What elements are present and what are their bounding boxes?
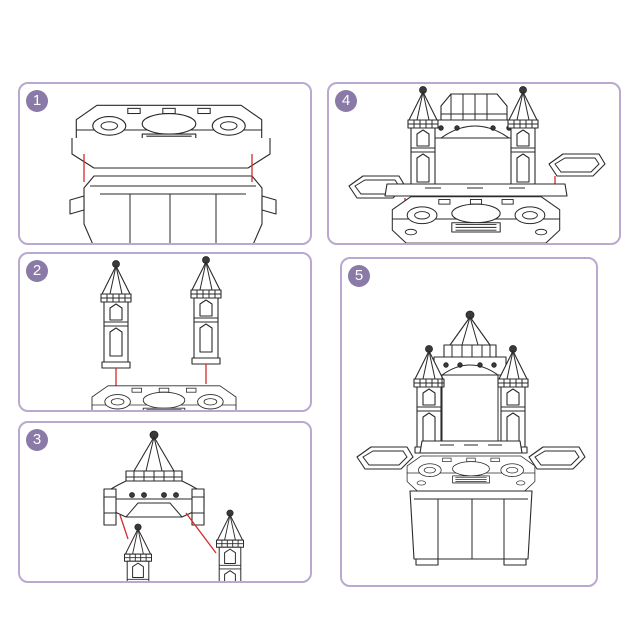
step-2-panel: 2	[18, 252, 312, 412]
step-1-panel: 1	[18, 82, 312, 245]
step-4-badge: 4	[335, 90, 357, 112]
step-5-panel: 5	[340, 257, 598, 587]
step-4-panel: 4	[327, 82, 621, 245]
step-3-illustration	[103, 430, 244, 581]
step-4-illustration	[348, 86, 606, 243]
step-1-illustration	[69, 104, 277, 243]
step-1-badge: 1	[26, 90, 48, 112]
step-3-badge: 3	[26, 429, 48, 451]
step-5-finished-castle	[356, 310, 586, 566]
step-2-illustration	[91, 256, 237, 410]
step-2-badge: 2	[26, 260, 48, 282]
step-3-panel: 3	[18, 421, 312, 583]
step-5-badge: 5	[348, 265, 370, 287]
